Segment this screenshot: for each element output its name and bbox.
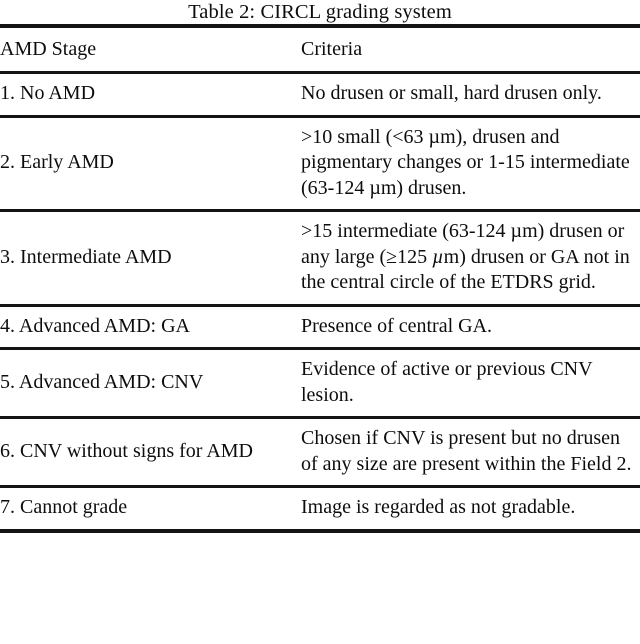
table-bottom-rule: [0, 530, 640, 538]
table-row: 1. No AMD No drusen or small, hard druse…: [0, 72, 640, 117]
table-row: 3. Intermediate AMD >15 intermediate (63…: [0, 210, 640, 306]
cell-amd-stage: 5. Advanced AMD: CNV: [0, 370, 204, 393]
table-row: 4. Advanced AMD: GA Presence of central …: [0, 305, 640, 349]
table-bottom-spacer: [0, 531, 301, 538]
circl-grading-table: AMD Stage Criteria 1. No AMD No drusen o…: [0, 24, 640, 538]
table-bottom-spacer: [301, 531, 640, 538]
cell-criteria: Image is regarded as not gradable.: [301, 496, 576, 518]
cell-criteria: Chosen if CNV is present but no drusen o…: [301, 427, 632, 475]
table-header-row: AMD Stage Criteria: [0, 26, 640, 73]
table-row: 5. Advanced AMD: CNV Evidence of active …: [0, 348, 640, 418]
table-row: 7. Cannot grade Image is regarded as not…: [0, 486, 640, 531]
cell-criteria: Evidence of active or previous CNV lesio…: [301, 358, 593, 406]
cell-amd-stage: 4. Advanced AMD: GA: [0, 314, 190, 337]
cell-amd-stage: 2. Early AMD: [0, 151, 114, 173]
cell-amd-stage: 6. CNV without signs for AMD: [0, 439, 253, 462]
table-body: 1. No AMD No drusen or small, hard druse…: [0, 72, 640, 538]
cell-criteria: >15 intermediate (63-124 µm) drusen or a…: [301, 220, 630, 293]
table-row: 2. Early AMD >10 small (<63 µm), drusen …: [0, 116, 640, 211]
cell-criteria: Presence of central GA.: [301, 314, 493, 337]
cell-amd-stage: 1. No AMD: [0, 82, 96, 104]
table-row: 6. CNV without signs for AMD Chosen if C…: [0, 417, 640, 487]
cell-amd-stage: 3. Intermediate AMD: [0, 245, 172, 268]
column-header-criteria: Criteria: [301, 38, 363, 61]
table-caption: Table 2: CIRCL grading system: [188, 1, 452, 23]
cell-criteria: >10 small (<63 µm), drusen and pigmentar…: [301, 125, 630, 199]
table-header: AMD Stage Criteria: [0, 26, 640, 73]
cell-criteria: No drusen or small, hard drusen only.: [301, 82, 602, 104]
column-header-amd-stage: AMD Stage: [0, 38, 97, 61]
cell-amd-stage: 7. Cannot grade: [0, 496, 128, 518]
